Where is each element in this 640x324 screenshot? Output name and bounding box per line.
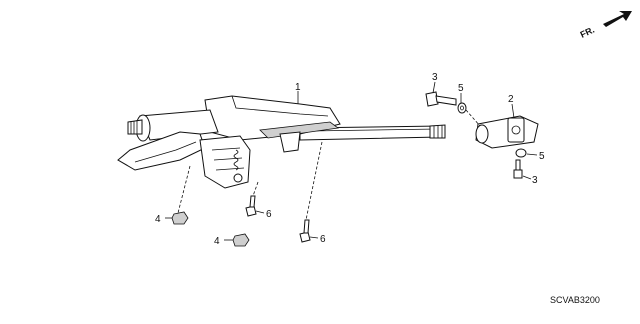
nut-lower: [232, 233, 250, 247]
bolt-left: [245, 195, 257, 217]
washer-top: [457, 102, 467, 114]
callout-3-bottom: 3: [532, 175, 538, 186]
bracket-pivot: [233, 173, 243, 183]
nut-left-body: [171, 211, 189, 225]
leader-6-lower: [309, 236, 319, 239]
steering-column-assembly: [117, 95, 446, 189]
leader-3-bottom: [522, 175, 532, 180]
nut-lower-body: [232, 233, 250, 247]
washer-bottom: [515, 148, 527, 158]
leader-5-bottom: [526, 153, 538, 156]
leader-3-top: [432, 81, 436, 94]
joint-bore: [475, 124, 489, 144]
bolt-lower: [299, 219, 311, 243]
assembly-line-bolt-left: [252, 181, 259, 197]
callout-6-lower: 6: [320, 234, 326, 245]
callout-5-top: 5: [458, 83, 464, 94]
callout-1: 1: [295, 82, 301, 93]
bolt-shank-top: [435, 95, 457, 106]
lower-bracket: [199, 135, 251, 189]
callout-6-left: 6: [266, 209, 272, 220]
bracket-spring: [233, 149, 239, 171]
bracket-ribs: [211, 147, 245, 171]
washer-bottom-ring: [515, 148, 527, 158]
assembly-line-washer: [465, 109, 481, 127]
shaft-spline: [433, 125, 443, 138]
wheel-spline: [130, 120, 138, 134]
housing-edge: [231, 95, 329, 117]
bolt-bottom: [513, 159, 523, 179]
callout-4-lower: 4: [214, 236, 220, 247]
diagram-code: SCVAB3200: [550, 295, 600, 305]
assembly-line-bolt-lower: [305, 141, 323, 221]
leader-6-left: [255, 210, 265, 214]
joint-yoke: [507, 117, 525, 143]
callout-3-top: 3: [432, 72, 438, 83]
mount-tab: [279, 131, 301, 153]
front-label: FR.: [579, 25, 596, 40]
shaft-end: [429, 124, 446, 139]
universal-joint-assembly: [475, 115, 539, 149]
front-arrow-icon: [603, 11, 632, 27]
assembly-line-nut-left: [177, 165, 191, 214]
callout-2: 2: [508, 94, 514, 105]
shaft-line: [309, 128, 439, 132]
lever-edge: [134, 141, 197, 163]
washer-top-hole: [460, 105, 464, 111]
joint-cross: [511, 125, 521, 135]
bolt-top: [425, 91, 457, 107]
nut-left: [171, 211, 189, 225]
bolt-left-shank: [249, 195, 256, 208]
leader-2: [511, 103, 515, 119]
washer-top-ring: [457, 102, 467, 114]
bolt-lower-shank: [303, 219, 310, 234]
wheel-shaft: [127, 119, 143, 135]
front-direction-marker: FR.: [579, 11, 632, 40]
callout-5-bottom: 5: [539, 151, 545, 162]
callout-4-left: 4: [155, 214, 161, 225]
bolt-bottom-head: [513, 169, 523, 179]
bolt-bottom-shank: [515, 159, 521, 171]
